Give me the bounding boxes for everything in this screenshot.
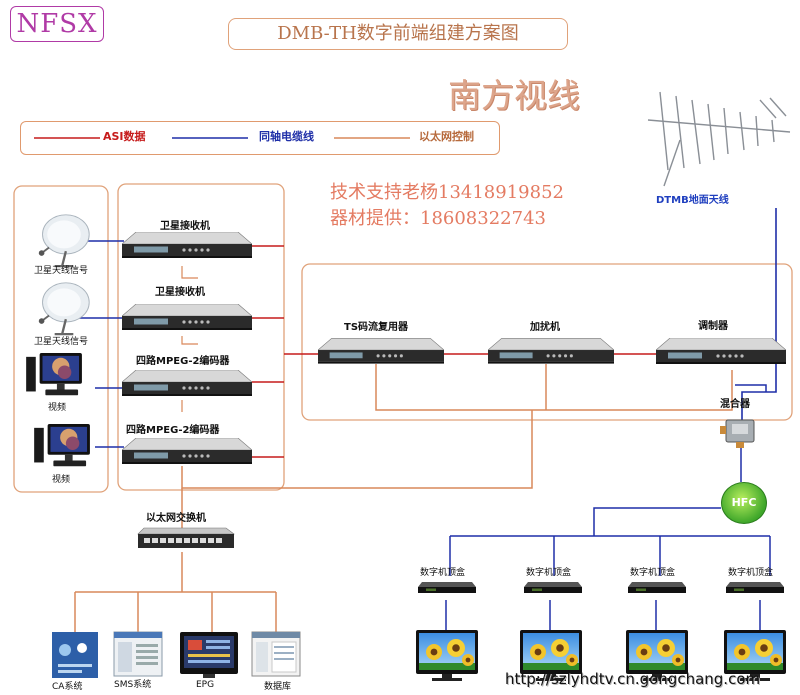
contact-support-line: 技术支持老杨13418919852: [330, 182, 564, 203]
encoder-unit-icon: [122, 438, 252, 464]
multiplexer-unit-icon: [318, 338, 444, 364]
server-label: SMS系统: [114, 680, 152, 690]
dtmb-antenna-icon: [647, 91, 791, 187]
sms-system-icon: [113, 631, 163, 677]
legend-ethernet-label: 以太网控制: [419, 130, 474, 143]
contact-info: 技术支持老杨13418919852 器材提供：18608322743: [330, 180, 564, 232]
video-computer-icon: [26, 353, 82, 396]
source-label: 视频: [48, 403, 67, 413]
server-label: 数据库: [264, 682, 292, 692]
stb-label: 数字机顶盒: [728, 568, 774, 578]
set-top-box-icon: [524, 582, 582, 593]
stb-label: 数字机顶盒: [420, 568, 466, 578]
device-label: 以太网交换机: [146, 513, 206, 524]
device-label: 卫星接收机: [160, 221, 210, 232]
scrambler-unit-icon: [488, 338, 614, 364]
device-label: 加扰机: [530, 322, 560, 333]
device-label: TS码流复用器: [344, 322, 409, 333]
legend: ASI数据 同轴电缆线 以太网控制: [20, 121, 500, 155]
encoder-unit-icon: [122, 370, 252, 396]
set-top-box-icon: [628, 582, 686, 593]
set-top-box-icon: [418, 582, 476, 593]
legend-asi-label: ASI数据: [103, 130, 146, 143]
source-label: 视频: [52, 475, 71, 485]
server-label: CA系统: [52, 682, 83, 692]
server-label: EPG: [196, 680, 215, 690]
device-label: 四路MPEG-2编码器: [136, 356, 230, 367]
hfc-node: HFC: [721, 482, 767, 524]
device-label: 四路MPEG-2编码器: [126, 425, 220, 436]
source-label: 卫星天线信号: [34, 337, 89, 347]
legend-coax-label: 同轴电缆线: [259, 130, 314, 143]
device-label: 调制器: [698, 321, 728, 332]
mixer-icon: [720, 419, 755, 448]
brand-text: 南方视线: [448, 76, 580, 115]
stb-label: 数字机顶盒: [526, 568, 572, 578]
receiver-unit-icon: [122, 304, 252, 330]
device-label: 混合器: [720, 399, 750, 410]
database-icon: [251, 631, 301, 677]
ca-system-icon: [52, 632, 98, 678]
satellite-dish-icon: [37, 213, 91, 268]
stb-label: 数字机顶盒: [630, 568, 676, 578]
contact-supply-line: 器材提供：18608322743: [330, 208, 546, 229]
television-icon: [416, 630, 478, 681]
receiver-unit-icon: [122, 232, 252, 258]
video-computer-icon: [34, 424, 90, 467]
epg-monitor-icon: [180, 632, 238, 678]
source-label: 卫星天线信号: [34, 266, 89, 276]
modulator-unit-icon: [656, 338, 786, 364]
watermark-url: http://szlyhdtv.cn.gongchang.com: [505, 670, 761, 688]
set-top-box-icon: [726, 582, 784, 593]
page-title: DMB-TH数字前端组建方案图: [228, 18, 568, 50]
satellite-dish-icon: [37, 281, 91, 336]
nfsx-logo: NFSX: [10, 6, 104, 42]
ethernet-switch-icon: [137, 527, 235, 548]
device-label: 卫星接收机: [155, 287, 205, 298]
antenna-label: DTMB地面天线: [656, 195, 729, 206]
